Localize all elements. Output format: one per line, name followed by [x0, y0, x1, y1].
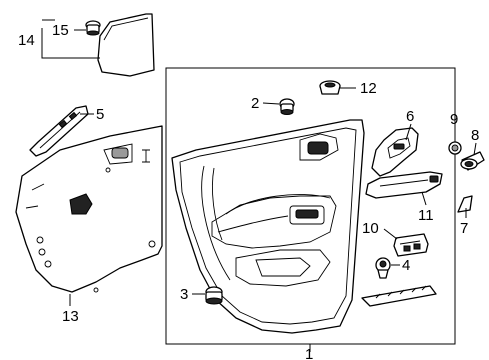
trim-strip-part-11	[365, 171, 443, 199]
callout-15: 15	[52, 22, 69, 39]
callout-5: 5	[96, 106, 104, 123]
callout-4: 4	[402, 257, 410, 274]
callout-10: 10	[362, 220, 379, 237]
lens-part-7	[457, 195, 473, 213]
water-deflector-part-13	[15, 125, 163, 293]
callout-3: 3	[180, 286, 188, 303]
callout-7: 7	[460, 220, 468, 237]
callout-12: 12	[360, 80, 377, 97]
callout-14: 14	[18, 32, 35, 49]
callout-8: 8	[471, 127, 479, 144]
switch-part-10	[393, 233, 429, 257]
bracket-part-5	[29, 105, 89, 157]
plug-part-12	[319, 80, 341, 95]
callout-13: 13	[62, 308, 79, 325]
callout-6: 6	[406, 108, 414, 125]
clip-part-15	[85, 20, 101, 36]
door-trim-panel	[171, 119, 365, 334]
lamp-part-8	[460, 151, 485, 171]
clip-part-3	[205, 286, 223, 305]
upper-trim-part-14	[97, 13, 155, 77]
grommet-part-9	[448, 141, 462, 155]
lower-bracket	[361, 285, 437, 307]
callout-1: 1	[305, 346, 313, 360]
socket-part-4	[375, 257, 391, 279]
callout-2: 2	[251, 95, 259, 112]
clip-part-2	[279, 98, 295, 115]
handle-bezel-part-6	[371, 127, 419, 177]
callout-9: 9	[450, 111, 458, 128]
callout-11: 11	[418, 207, 434, 224]
